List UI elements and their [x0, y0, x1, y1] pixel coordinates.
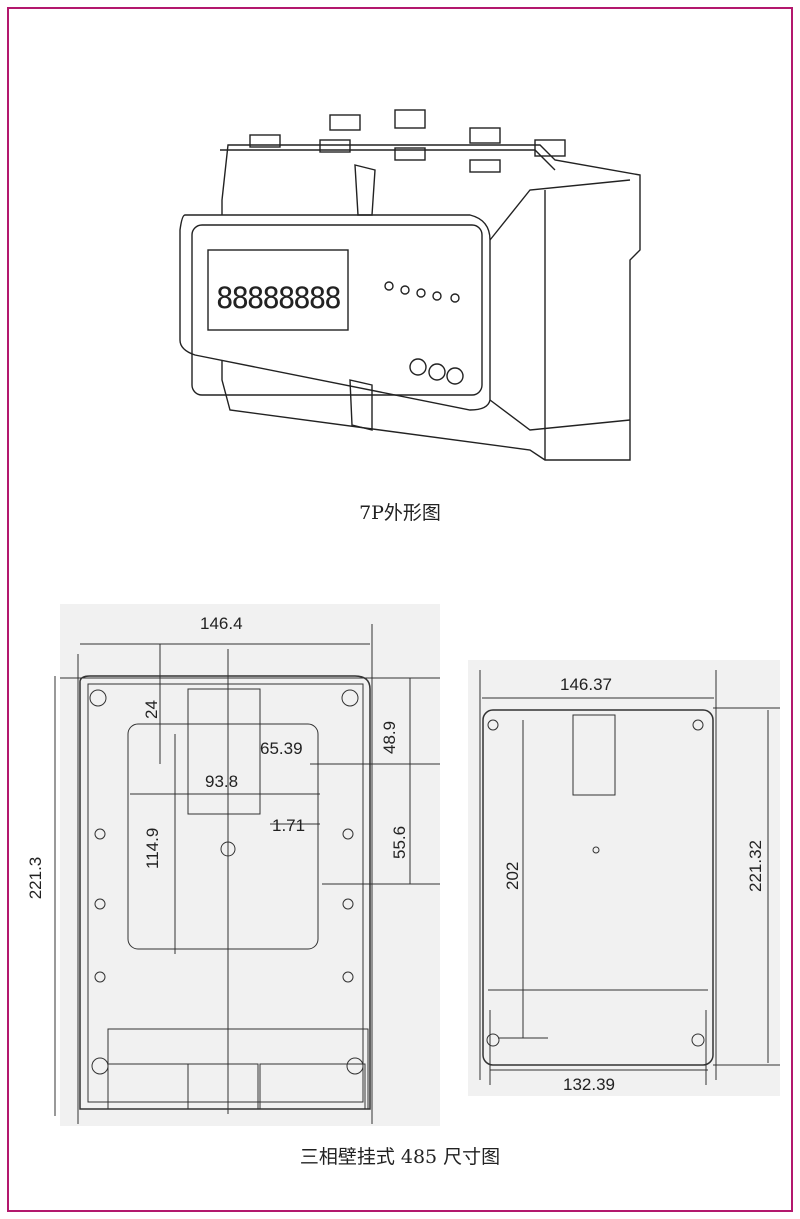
dim-window-width: 93.8	[205, 772, 238, 791]
dim-rail-height: 55.6	[390, 826, 409, 859]
height-dimension-line	[54, 676, 56, 1116]
dim-hole-spacing-v: 202	[503, 862, 522, 890]
dim-width: 146.4	[200, 614, 243, 633]
display-digits: 88888888	[216, 281, 340, 315]
back-dimension-drawing: 146.37 221.32 202 132.39	[468, 660, 780, 1096]
dim-width: 146.37	[560, 675, 612, 694]
page-border	[7, 7, 793, 1212]
dim-height: 221.3	[26, 856, 45, 900]
dim-top-offset: 24	[142, 700, 161, 719]
dim-center-offset: 65.39	[260, 739, 303, 758]
dim-window-height: 114.9	[143, 828, 162, 869]
product-view-caption: 7P外形图	[359, 502, 441, 524]
din-rail-meter-illustration: 88888888	[179, 109, 641, 461]
dim-upper-right: 48.9	[380, 721, 399, 754]
drawing-caption: 三相壁挂式 485 尺寸图	[299, 1146, 501, 1168]
dim-rail-gap: 1.71	[272, 816, 305, 835]
front-dimension-drawing: 146.4 24 48.9 65.39 93.8 114.9 1.71 55.6	[60, 604, 440, 1126]
dim-hole-spacing-h: 132.39	[563, 1075, 615, 1094]
dim-height: 221.32	[746, 840, 765, 892]
